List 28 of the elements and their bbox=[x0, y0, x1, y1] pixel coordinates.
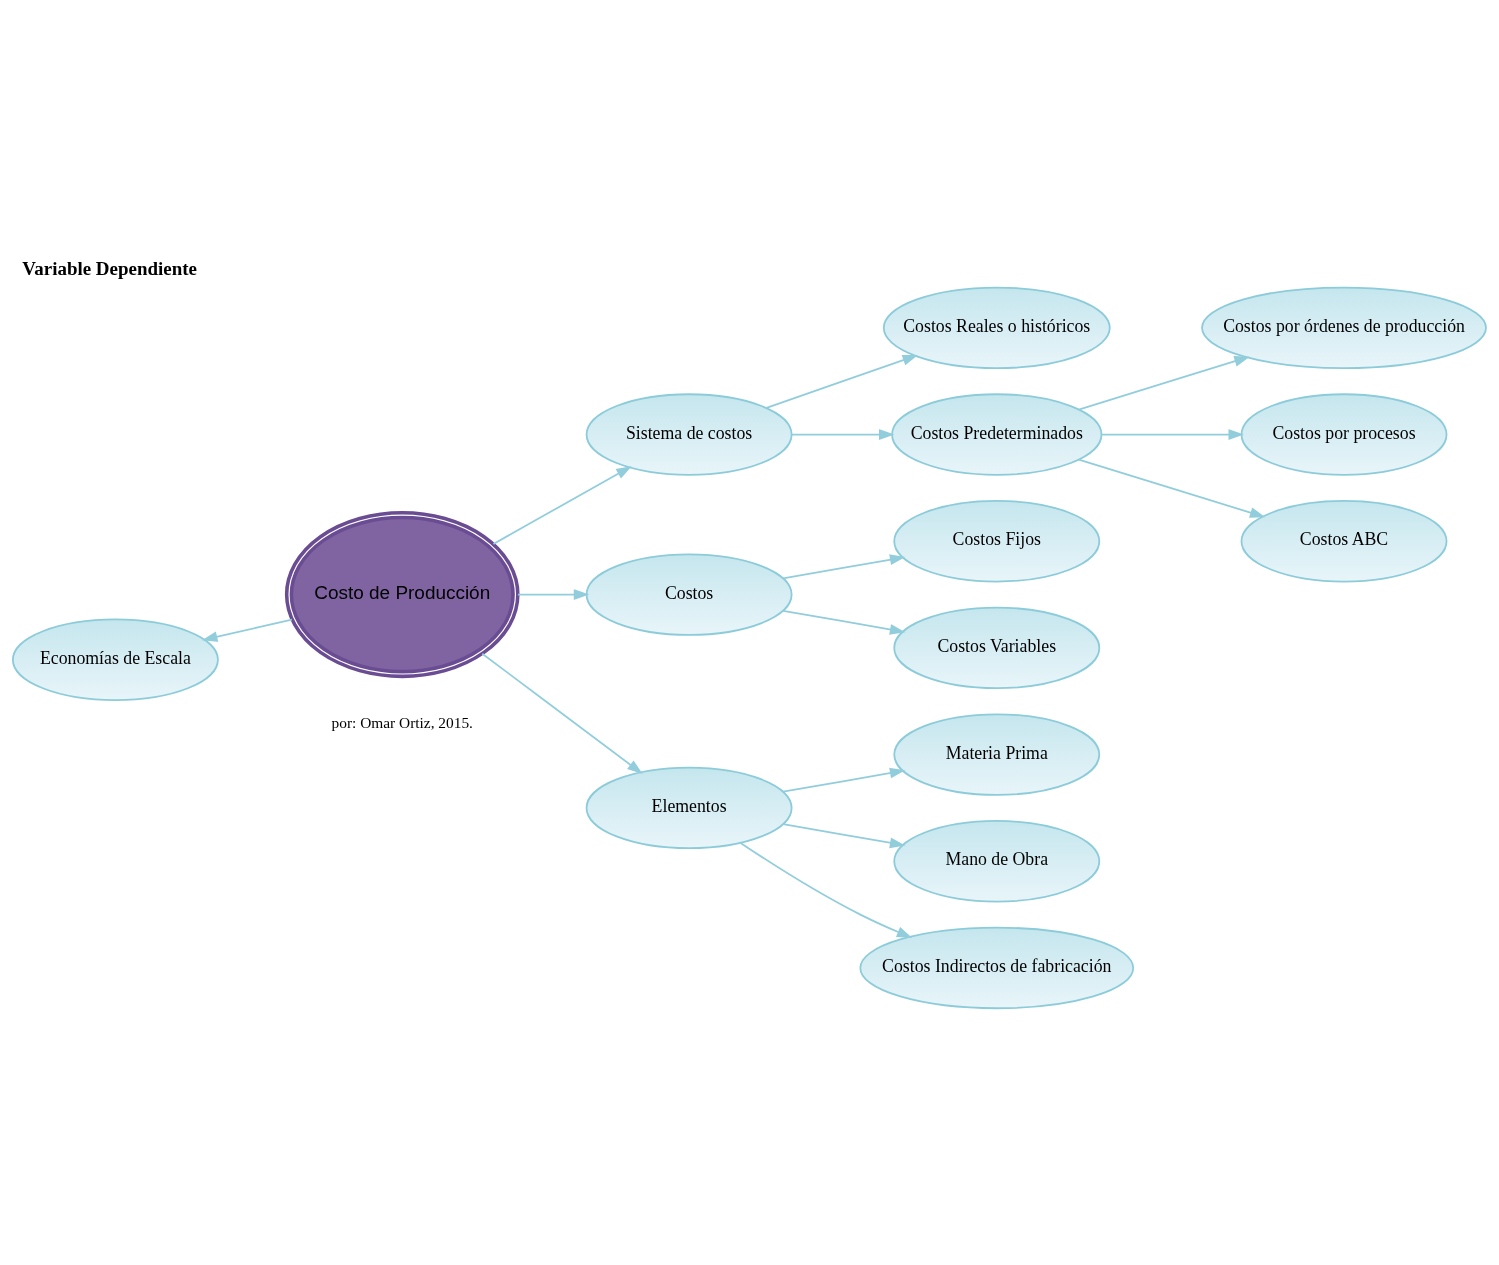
node-ellipse: Costos Fijos bbox=[893, 500, 1101, 583]
arrow bbox=[492, 466, 632, 545]
arrow bbox=[791, 429, 895, 440]
node-ellipse: Costos Reales o históricos bbox=[882, 286, 1111, 370]
node-ellipse: Costos por procesos bbox=[1240, 393, 1448, 476]
arrow bbox=[517, 589, 590, 600]
node-ellipse: Elementos bbox=[585, 766, 793, 850]
arrow bbox=[782, 609, 906, 635]
arrow bbox=[782, 554, 906, 580]
arrow bbox=[1077, 458, 1266, 518]
caption: por: Omar Ortiz, 2015. bbox=[331, 713, 473, 731]
diagram-title: Variable Dependiente bbox=[22, 258, 197, 280]
node-ellipse: Mano de Obra bbox=[893, 820, 1101, 903]
arrow bbox=[202, 618, 293, 642]
arrow bbox=[765, 354, 919, 409]
node-ellipse: Costo de Producción bbox=[284, 511, 520, 679]
arrow bbox=[782, 767, 906, 793]
arrow bbox=[481, 652, 643, 774]
arrow bbox=[1100, 429, 1244, 440]
arrow bbox=[739, 842, 913, 938]
node-ellipse: Costos Variables bbox=[893, 606, 1101, 690]
node-ellipse: Sistema de costos bbox=[585, 393, 793, 476]
node-ellipse: Materia Prima bbox=[893, 713, 1101, 796]
node-ellipse: Costos bbox=[585, 553, 793, 636]
arrow bbox=[1077, 356, 1250, 411]
node-ellipse: Costos Predeterminados bbox=[891, 393, 1103, 476]
arrow bbox=[782, 823, 906, 849]
node-ellipse: Costos ABC bbox=[1240, 500, 1448, 583]
